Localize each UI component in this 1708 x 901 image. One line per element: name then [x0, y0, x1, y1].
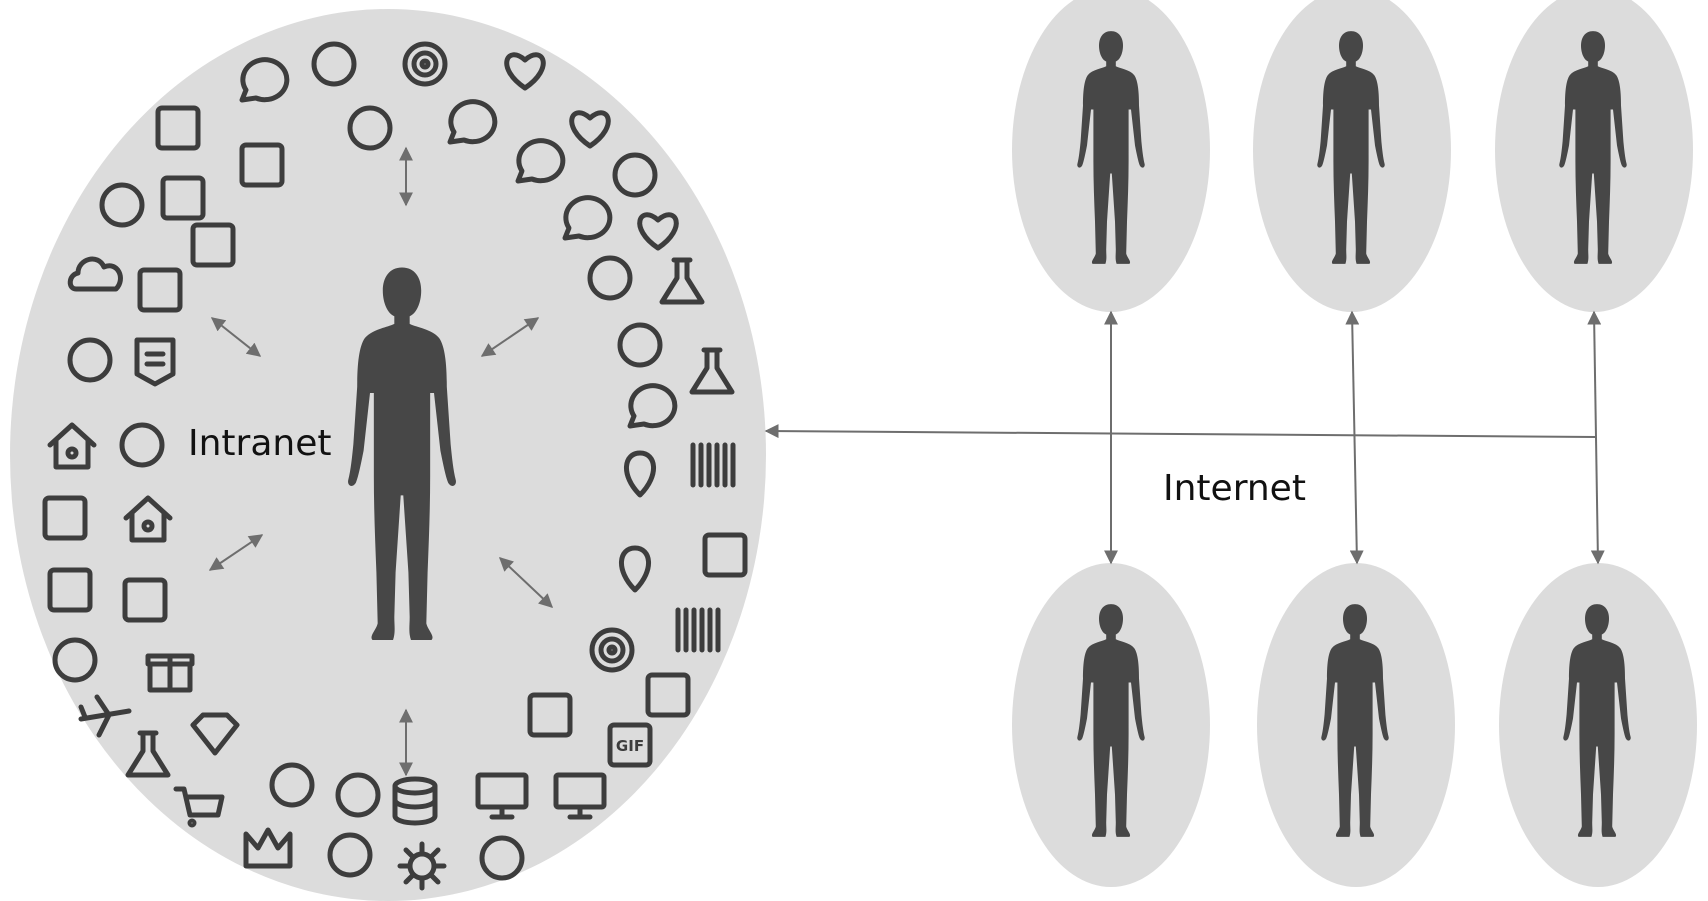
intranet-label: Intranet [188, 423, 332, 464]
smile-chat-icon [562, 195, 613, 241]
tshirt-icon [190, 222, 236, 268]
team-icon [504, 52, 546, 91]
mail-star-icon [239, 142, 285, 188]
columns-icon [645, 672, 691, 718]
wifi-icon [269, 762, 315, 808]
award-icon [99, 182, 145, 228]
at-icon [311, 41, 357, 87]
intranet-arrows [208, 146, 554, 777]
document-icon [134, 337, 176, 387]
printer-icon [137, 267, 183, 313]
emoji-chat-icon [612, 152, 658, 198]
ev-charger-icon [42, 495, 88, 541]
home-icon [123, 495, 173, 543]
internet-people [1012, 0, 1697, 887]
bank-icon [47, 422, 97, 470]
sprout-icon [479, 835, 525, 881]
video-chat-icon [627, 383, 678, 429]
whatsapp-icon [447, 99, 498, 145]
heart-person-icon [637, 212, 679, 251]
link-arrow [1587, 310, 1605, 565]
map-pin-icon [619, 545, 651, 593]
intranet-link-arrow [764, 424, 1597, 439]
monitor-icon [553, 772, 607, 820]
flask-icon [689, 347, 735, 395]
diamond-icon [190, 712, 240, 756]
fingerprint-icon [402, 41, 448, 87]
buildings-icon [122, 577, 168, 623]
flags-icon [160, 175, 206, 221]
database-icon [392, 776, 438, 826]
headset-icon [239, 57, 290, 103]
syringe-icon [659, 257, 705, 305]
icon-ring: GIF [42, 41, 748, 891]
facebook-icon [347, 105, 393, 151]
pencil-icon [690, 442, 736, 488]
spoke-arrow [498, 557, 554, 608]
heart-icon [569, 110, 611, 149]
face-mask-icon [327, 832, 373, 878]
crown-icon [243, 827, 293, 869]
spoke-arrow [210, 317, 262, 357]
lungs-icon [587, 255, 633, 301]
gif-label: GIF [616, 737, 644, 755]
pill-icon [617, 322, 663, 368]
cart-icon [173, 786, 225, 828]
calendar-icon [155, 105, 201, 151]
internet-label: Internet [1163, 468, 1306, 509]
usb-icon [335, 772, 381, 818]
virus-icon [397, 841, 447, 891]
spoke-arrow [208, 534, 264, 571]
gif-file-icon [607, 722, 653, 768]
link-arrow [1345, 310, 1364, 565]
chat-icon [515, 138, 566, 184]
copyright-icon [67, 337, 113, 383]
car-icon [47, 567, 93, 613]
cloud-icon [67, 256, 123, 292]
cast-icon [527, 692, 573, 738]
edit-icon [702, 532, 748, 578]
barcode-icon [675, 607, 721, 653]
apple-icon [119, 422, 165, 468]
internet-arrows [764, 310, 1605, 565]
spoke-arrow [480, 317, 540, 357]
target-icon [589, 627, 635, 673]
play-monitor-icon [475, 772, 529, 820]
coins-icon [52, 637, 98, 683]
gift-icon [145, 653, 195, 693]
airplane-icon [78, 694, 132, 738]
glass-icon [125, 730, 171, 778]
paint-brush-icon [624, 450, 656, 498]
